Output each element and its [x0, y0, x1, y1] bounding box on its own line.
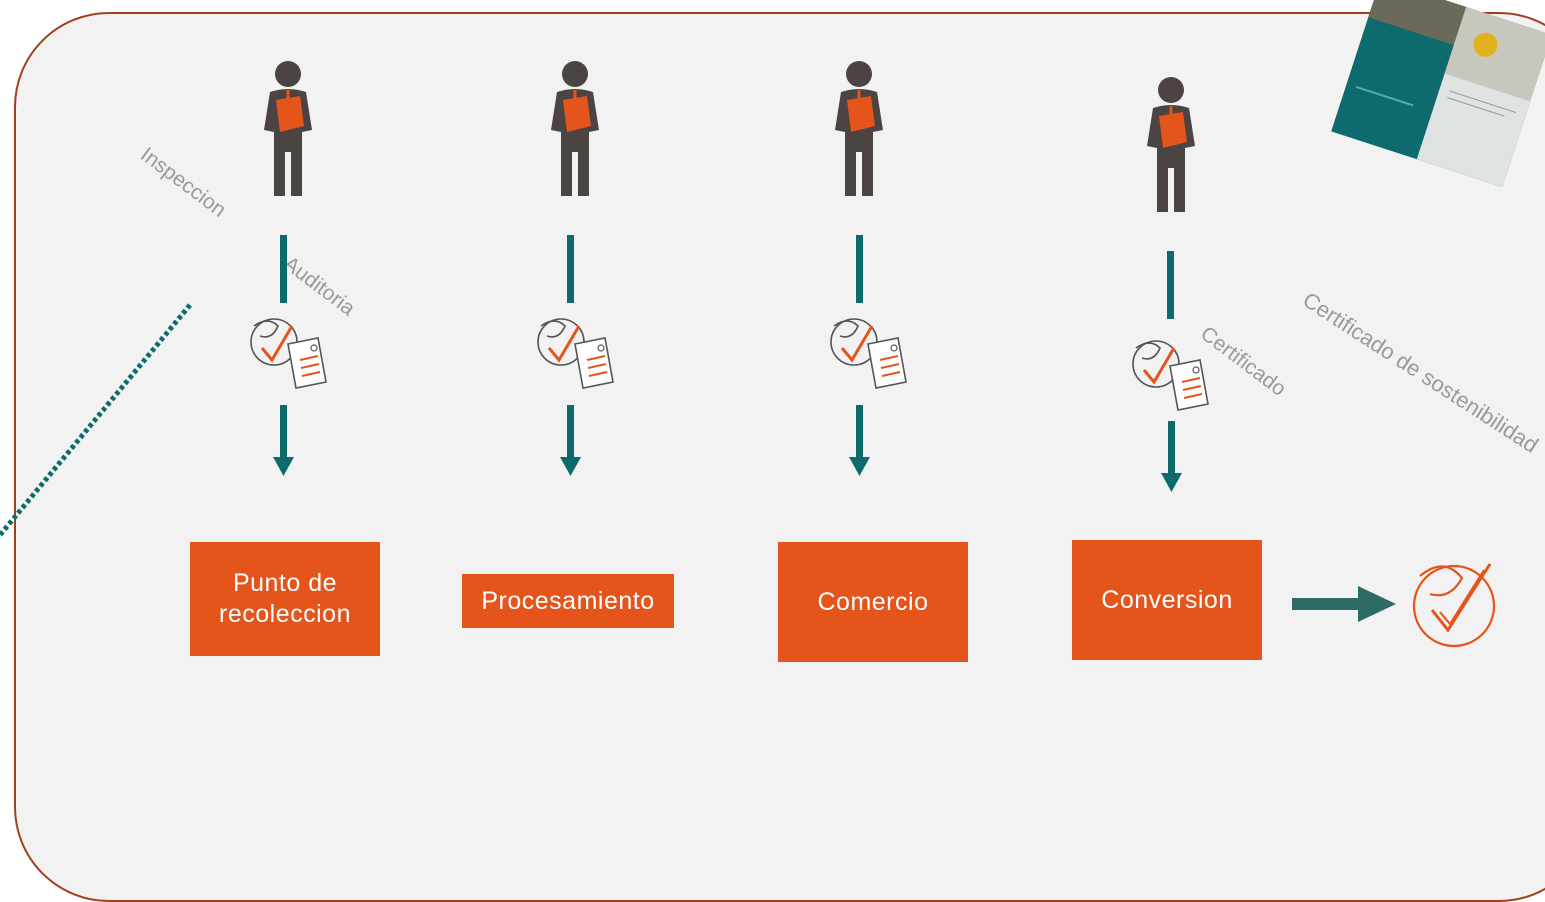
leaf-check-certificate-icon	[830, 318, 907, 389]
stage-label: Comercio	[817, 587, 929, 616]
audit-connector-line	[1167, 251, 1174, 319]
down-arrow	[560, 405, 581, 476]
stage-label-line1: Punto de	[232, 569, 338, 597]
person-with-clipboard-icon	[264, 61, 312, 196]
report-cover-thumbnail	[1331, 0, 1545, 187]
stage-label-line2: recoleccion	[219, 600, 351, 628]
stage-label: Procesamiento	[481, 586, 655, 615]
leaf-check-certificate-icon	[537, 318, 614, 389]
leaf-check-certificate-icon	[1132, 340, 1209, 411]
leaf-check-icon	[1412, 563, 1496, 648]
stage-conversion: Conversion	[1072, 540, 1262, 660]
audit-connector-line	[856, 235, 863, 303]
right-arrow	[1292, 586, 1396, 622]
down-arrow	[1161, 421, 1182, 492]
diagram-panel	[14, 12, 1545, 902]
person-with-clipboard-icon	[835, 61, 883, 196]
stage-label: Conversion	[1101, 585, 1233, 614]
leaf-check-certificate-icon	[250, 318, 327, 389]
stage-trade: Comercio	[778, 542, 968, 662]
audit-connector-line	[567, 235, 574, 303]
stage-processing: Procesamiento	[462, 574, 674, 628]
stage-collection-point: Punto de recoleccion	[190, 542, 380, 656]
dotted-boundary-line	[0, 303, 192, 537]
audit-connector-line	[280, 235, 287, 303]
person-with-clipboard-icon	[1147, 77, 1195, 212]
down-arrow	[849, 405, 870, 476]
person-with-clipboard-icon	[551, 61, 599, 196]
down-arrow	[273, 405, 294, 476]
